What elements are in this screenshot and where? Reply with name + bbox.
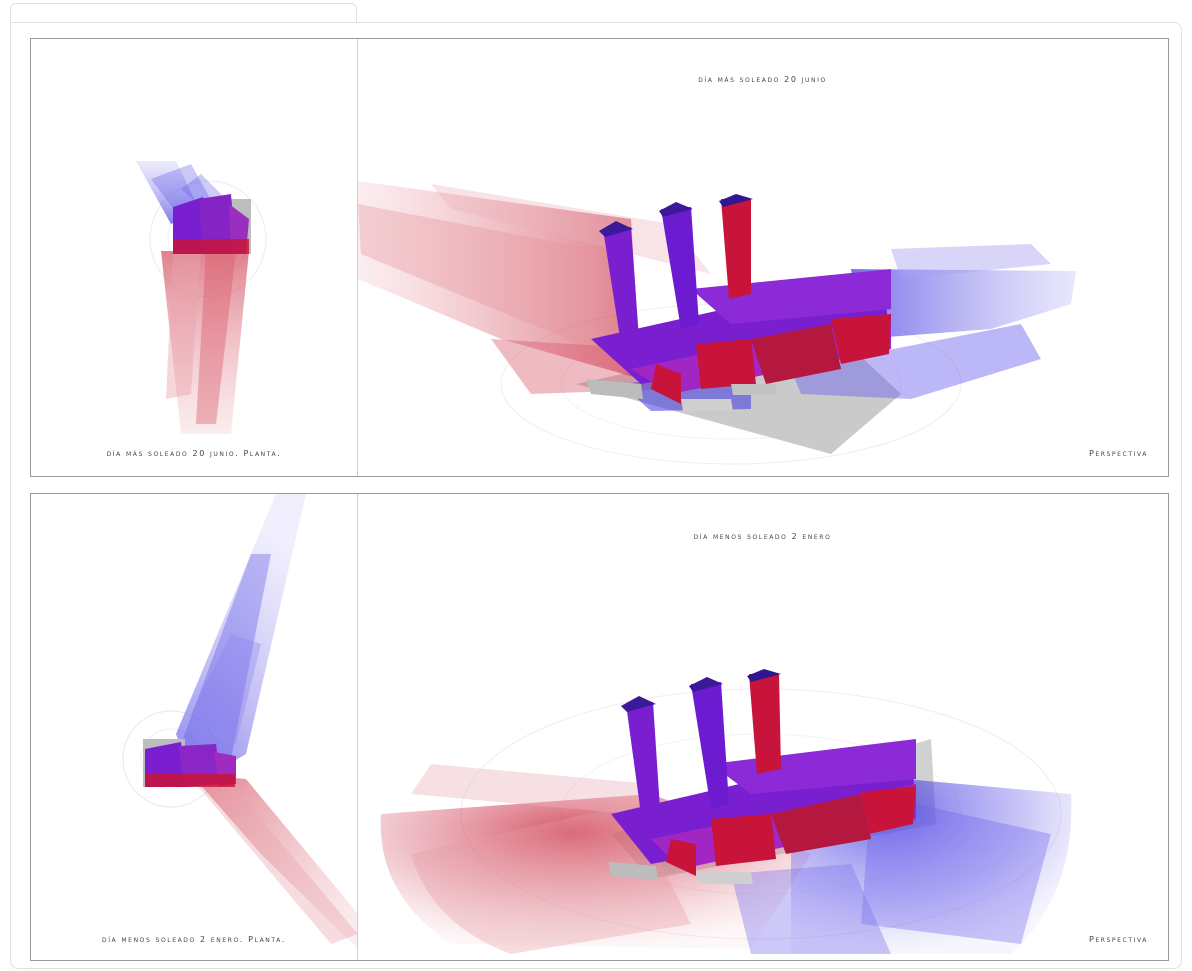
- summer-plan-red-shadows: [161, 251, 249, 434]
- panel-divider: [357, 39, 358, 476]
- winter-perspective-caption: Perspectiva: [1088, 935, 1148, 944]
- winter-buildings: [609, 669, 916, 884]
- summer-perspective-caption: Perspectiva: [1088, 449, 1148, 458]
- summer-plan-drawing: [136, 161, 267, 434]
- summer-panel: día más soleado 20 junio día más soleado…: [30, 38, 1169, 477]
- summer-buildings: [586, 194, 891, 411]
- winter-panel: día menos soleado 2 enero día menos sole…: [30, 493, 1169, 961]
- summer-drawing: [136, 161, 1076, 465]
- winter-plan-buildings: [145, 742, 236, 787]
- winter-plan-drawing: [122, 494, 358, 949]
- winter-perspective-drawing: [380, 669, 1072, 954]
- summer-plan-caption: día más soleado 20 junio. Planta.: [106, 449, 282, 458]
- summer-red-shadows: [358, 181, 711, 394]
- frame-tab: [10, 3, 357, 24]
- winter-plan-red-shadows: [191, 774, 358, 949]
- winter-plan-caption: día menos soleado 2 enero. Planta.: [101, 935, 287, 944]
- summer-perspective-drawing: [358, 181, 1076, 465]
- summer-title: día más soleado 20 junio: [698, 75, 827, 84]
- panel-divider: [357, 494, 358, 960]
- winter-plan-blue-shadows: [176, 494, 306, 784]
- winter-drawing: [122, 494, 1072, 954]
- winter-title: día menos soleado 2 enero: [693, 532, 832, 541]
- summer-plan-buildings: [173, 194, 249, 254]
